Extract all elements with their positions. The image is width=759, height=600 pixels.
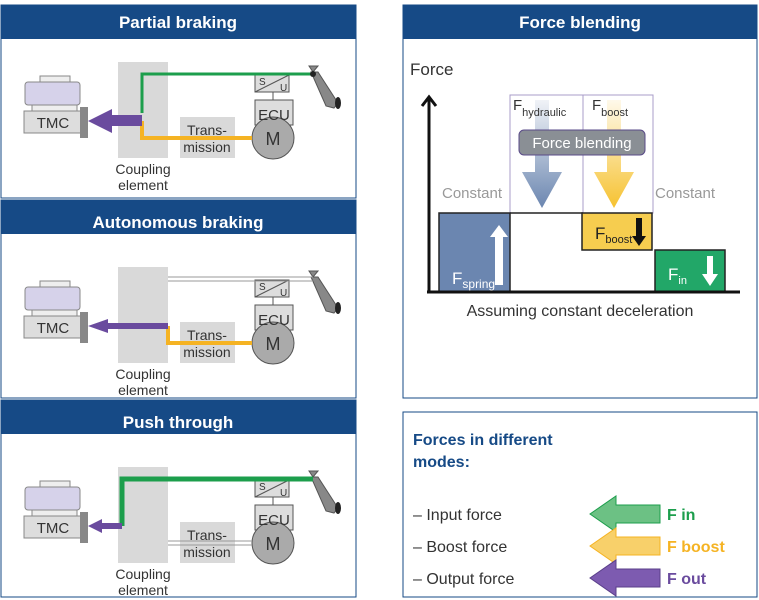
ecu-label: ECU [258,512,290,529]
coupling-label: element [118,582,168,598]
panel-title: Partial braking [119,13,237,32]
input-force-arrow-icon [589,495,661,533]
ecu-label: ECU [258,107,290,124]
coupling-label: element [118,382,168,398]
coupling-label: Coupling [115,566,170,582]
legend-tag: F boost [667,539,725,556]
legend-label: – Input force [413,507,502,524]
legend-title: modes: [413,454,470,471]
legend-title: Forces in different [413,432,553,449]
tmc-label: TMC [37,520,70,537]
svg-text:Fboost: Fboost [592,97,628,119]
constant-label: Constant [655,185,716,202]
panel-push-through [0,399,357,598]
panel-autonomous-braking [0,199,357,399]
transmission-label: mission [183,344,230,360]
transmission-label: mission [183,544,230,560]
y-axis-label: Force [410,60,453,79]
legend-label: – Boost force [413,539,507,556]
coupling-label: Coupling [115,161,170,177]
panel-partial-braking: Partial braking [0,4,357,199]
s-label: S [259,482,266,493]
forces-legend: Forces in different modes: – Input force… [402,411,758,598]
force-blending-pill [518,129,646,156]
output-force-arrow-icon [589,559,661,597]
motor-label: M [266,534,281,554]
panel-title: Force blending [519,13,641,32]
u-label: U [280,288,287,299]
transmission-label: Trans- [187,527,227,543]
panel-title: Push through [123,413,233,432]
panel-title: Autonomous braking [93,213,264,232]
transmission-label: Trans- [187,122,227,138]
tmc-label: TMC [37,320,70,337]
s-label: S [259,77,266,88]
ecu-label: ECU [258,312,290,329]
motor-label: M [266,334,281,354]
constant-label: Constant [442,185,503,202]
tmc-label: TMC [37,115,70,132]
svg-text:Fspring: Fspring [452,269,495,291]
u-label: U [280,83,287,94]
svg-text:Fhydraulic: Fhydraulic [513,97,567,119]
coupling-label: element [118,177,168,193]
coupling-label: Coupling [115,366,170,382]
legend-label: – Output force [413,571,514,588]
svg-text:Fin: Fin [668,265,687,287]
force-blending-panel: Force blending Force Force blending Fhyd… [402,4,758,399]
u-label: U [280,488,287,499]
pill-label: Force blending [532,135,631,152]
chart-caption: Assuming constant deceleration [467,303,694,320]
motor-label: M [266,129,281,149]
transmission-label: mission [183,139,230,155]
legend-tag: F out [667,571,707,588]
s-label: S [259,282,266,293]
legend-tag: F in [667,507,695,524]
input-force-bar [654,249,726,293]
svg-text:Fboost: Fboost [595,224,632,246]
boost-force-arrow-icon [589,527,661,565]
panel-labels: Autonomous braking Push through [93,213,264,432]
transmission-label: Trans- [187,327,227,343]
output-force-arrow [88,109,142,133]
